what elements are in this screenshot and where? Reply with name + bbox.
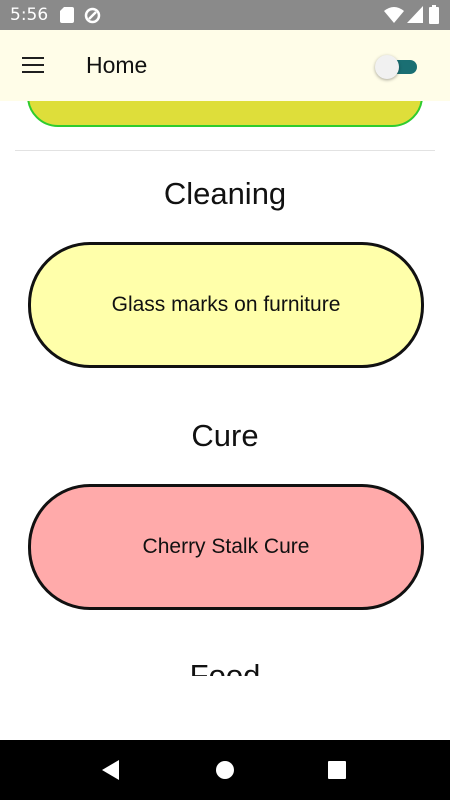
wifi-icon (384, 7, 404, 23)
signal-icon (407, 6, 423, 23)
status-bar: 5:56 (0, 0, 450, 30)
divider (15, 150, 435, 151)
item-label: Glass marks on furniture (111, 293, 341, 316)
section-title-cleaning: Cleaning (163, 176, 287, 211)
theme-toggle[interactable] (375, 55, 417, 79)
battery-icon (429, 5, 439, 24)
section-title-cure: Cure (191, 418, 259, 453)
sd-card-icon (60, 7, 74, 23)
back-icon[interactable] (101, 760, 121, 780)
item-label: Cherry Stalk Cure (142, 535, 310, 558)
recents-icon[interactable] (328, 761, 346, 779)
list-item-partial[interactable] (27, 101, 423, 127)
item-cherry-stalk-cure[interactable]: Cherry Stalk Cure (28, 484, 424, 610)
item-glass-marks[interactable]: Glass marks on furniture (28, 242, 424, 368)
system-nav-bar (0, 740, 450, 800)
page-title: Home (86, 52, 148, 78)
home-icon[interactable] (215, 760, 235, 780)
app-bar: Home (0, 30, 450, 101)
section-title-food: Food (189, 658, 261, 676)
status-time: 5:56 (10, 5, 49, 25)
sync-icon (84, 7, 101, 24)
menu-icon[interactable] (22, 57, 44, 75)
content-list[interactable]: Cleaning Glass marks on furniture Cure C… (0, 101, 450, 676)
toggle-thumb (375, 55, 399, 79)
